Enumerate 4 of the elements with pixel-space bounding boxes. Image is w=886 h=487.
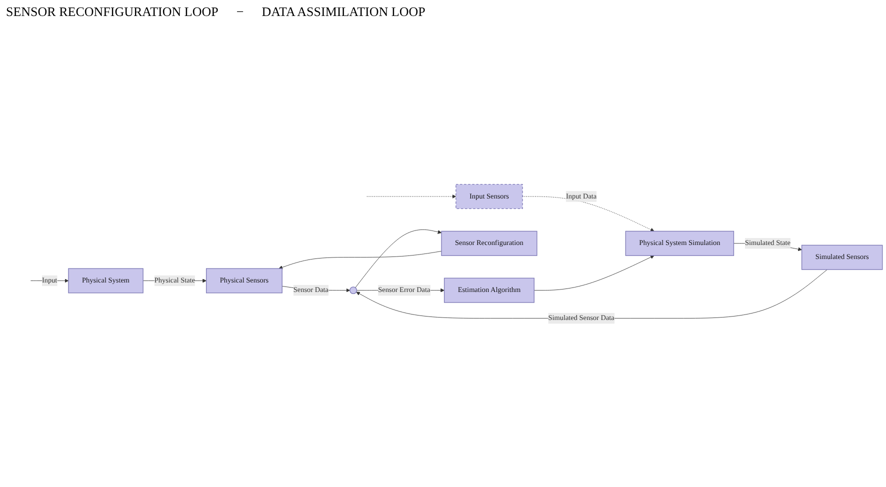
node-circle xyxy=(350,286,358,294)
note-text: DATA ASSIMILATION LOOP xyxy=(262,4,426,20)
note-text: − xyxy=(236,4,244,20)
note-text: SENSOR RECONFIGURATION LOOP xyxy=(6,4,218,20)
